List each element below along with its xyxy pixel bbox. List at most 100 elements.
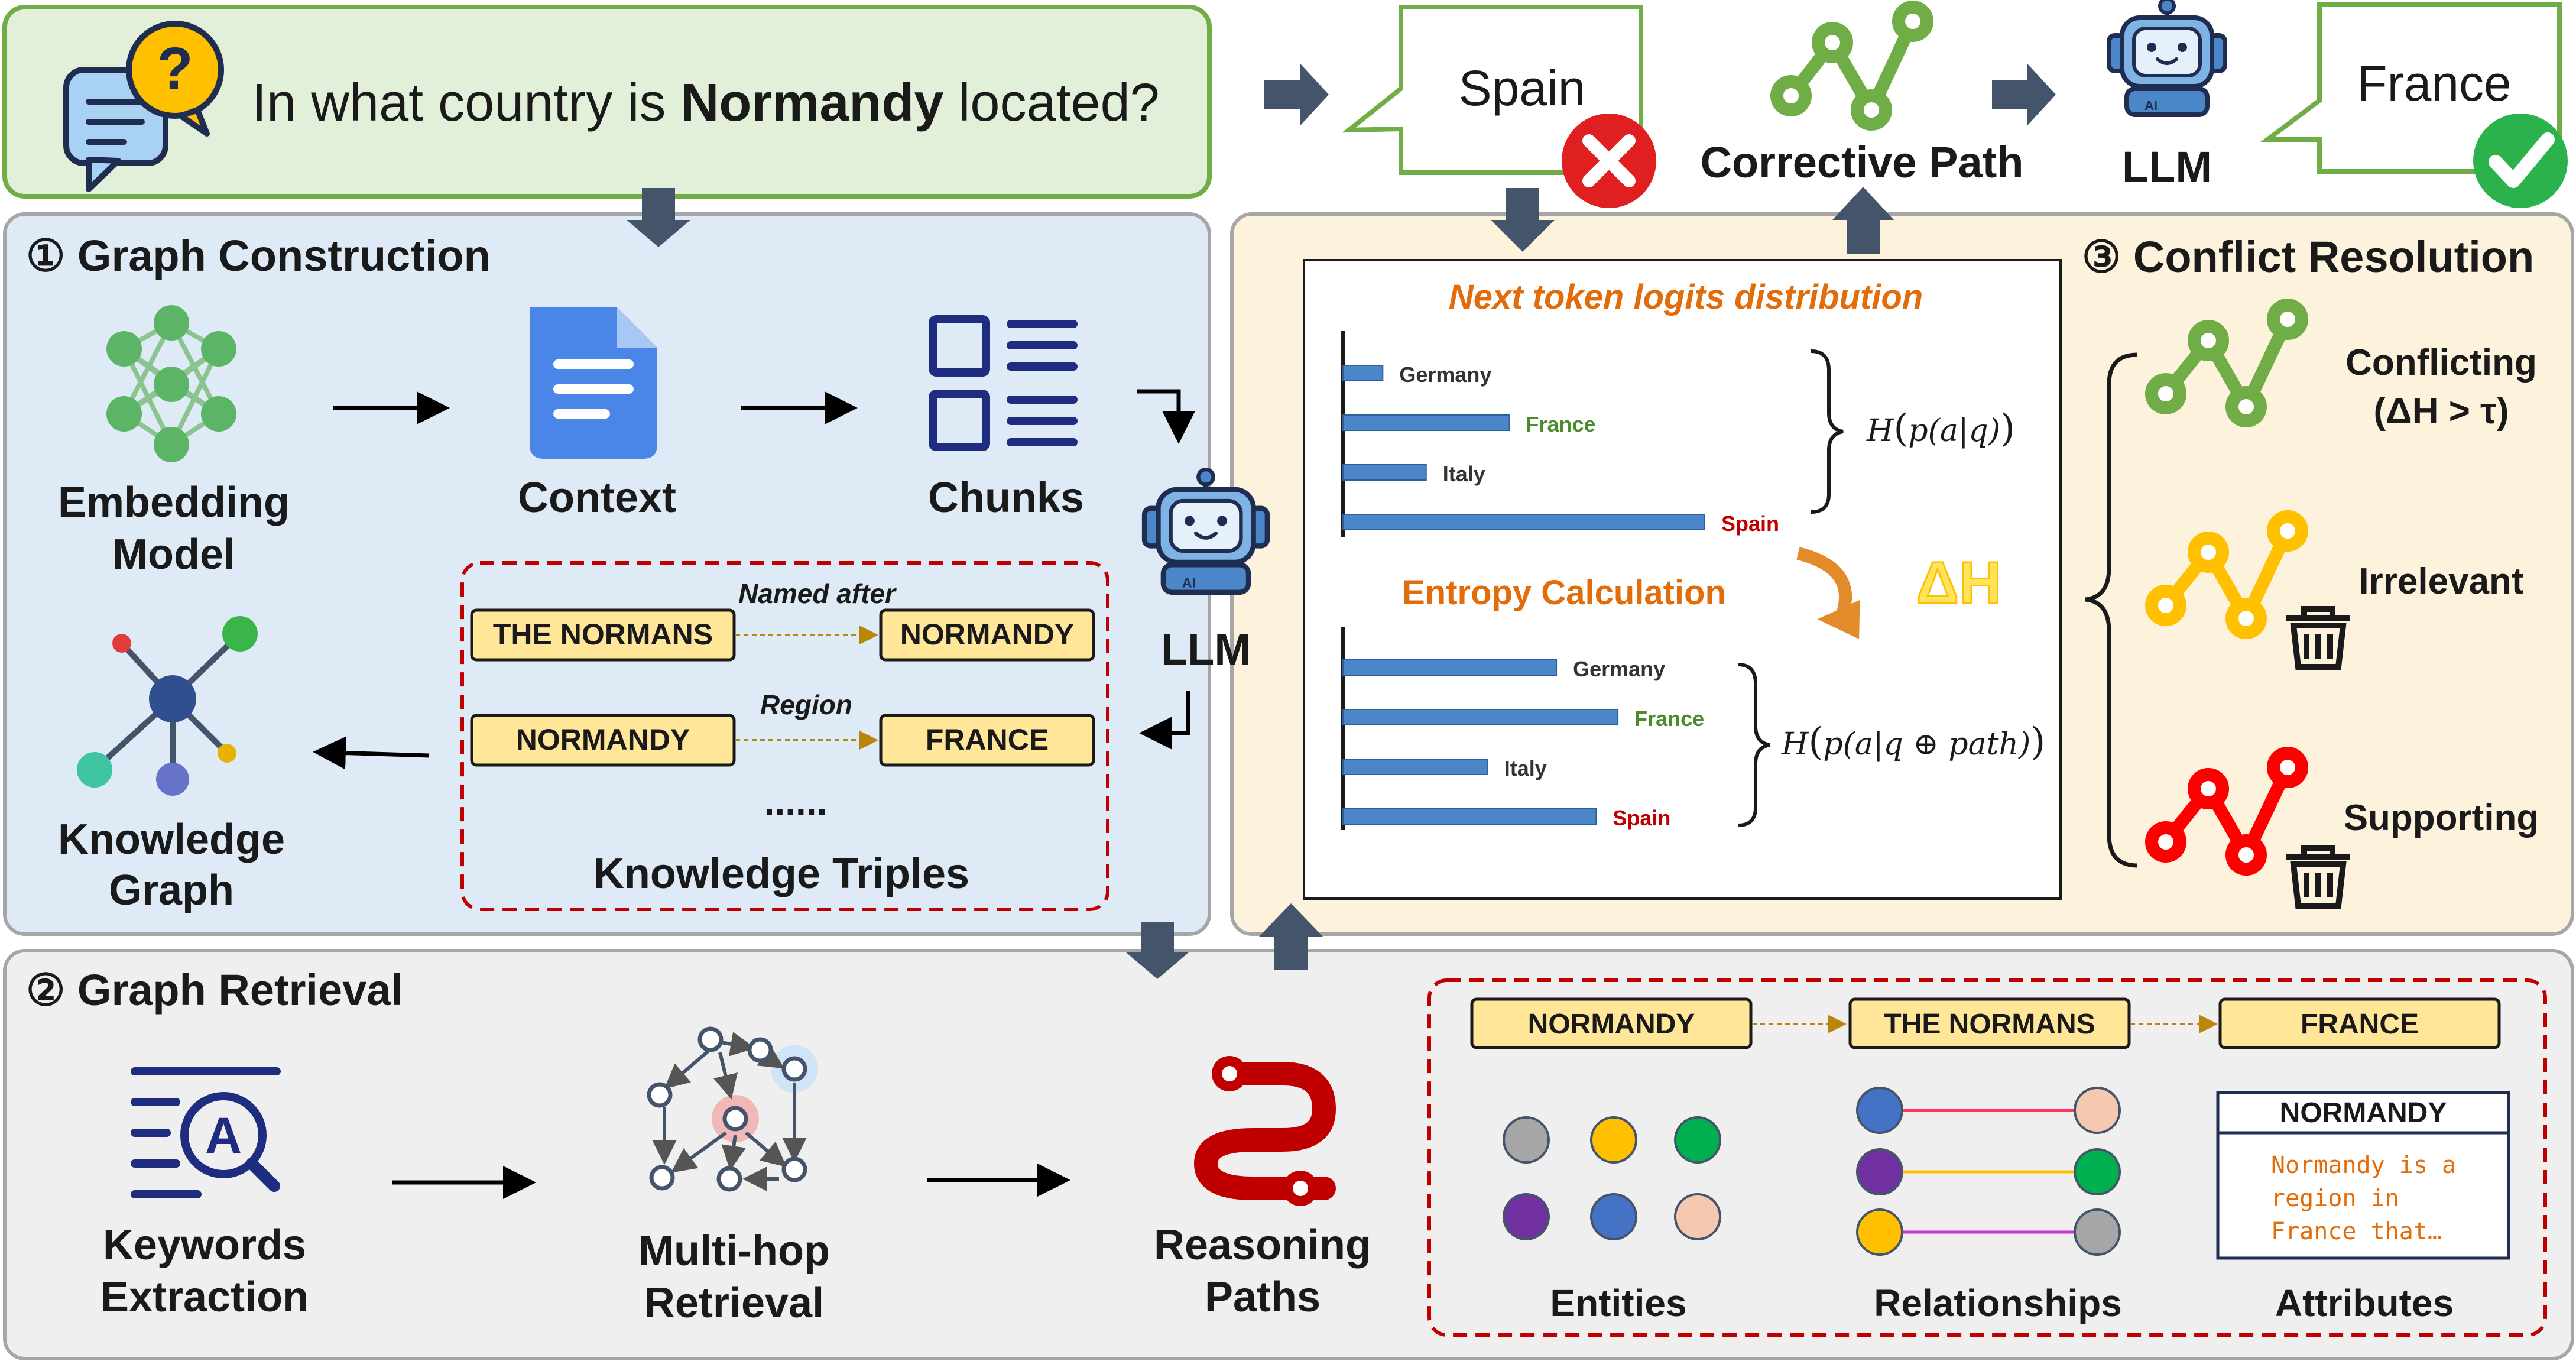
question-icon: ?	[63, 21, 224, 192]
brace-1	[1811, 349, 1844, 514]
bar-germany	[1342, 365, 1384, 381]
arrow-triples-kg	[313, 736, 430, 770]
triples-box	[460, 561, 1109, 911]
svg-text:AI: AI	[2144, 98, 2158, 113]
arrow-chunks-llm	[1137, 389, 1195, 444]
conflicting-path-icon	[2145, 299, 2308, 427]
relationships-label: Relationships	[1874, 1282, 2122, 1324]
bar-label-italy: Italy	[1443, 462, 1485, 486]
triples-title: Knowledge Triples	[593, 850, 969, 897]
bar-france	[1342, 414, 1510, 431]
multihop-graph-icon	[647, 1026, 818, 1192]
keywords-label-2: Extraction	[100, 1273, 309, 1321]
bar-label-italy: Italy	[1504, 756, 1547, 780]
bar-germany	[1342, 659, 1558, 676]
embedding-label-1: Embedding	[58, 479, 290, 526]
triple-1-tail: NORMANDY	[900, 618, 1074, 651]
svg-text:?: ?	[157, 35, 193, 102]
bar-label-germany: Germany	[1399, 362, 1491, 387]
triple-1: THE NORMANS Named after NORMANDY	[470, 578, 1095, 662]
attributes-label: Attributes	[2275, 1282, 2454, 1324]
bar-france	[1342, 709, 1619, 725]
corrective-path-icon	[1770, 1, 1933, 131]
bar-italy	[1342, 759, 1488, 775]
attribute-line-3: France that…	[2271, 1218, 2442, 1245]
keyword-search-icon: A	[131, 1067, 281, 1198]
triple-2-tail-box	[879, 714, 1095, 767]
brace-path	[1737, 663, 1770, 827]
attribute-card-title: NORMANDY	[2280, 1097, 2447, 1129]
supporting-label: Supporting	[2344, 798, 2539, 838]
brace-path	[1811, 349, 1844, 514]
svg-text:THE NORMANS: THE NORMANS	[1884, 1009, 2095, 1040]
triple-2-head-box	[470, 714, 736, 767]
llm-robot-icon: AI	[2107, 0, 2227, 117]
arrow-llm-triples	[1139, 691, 1190, 750]
triple-2-head: NORMANDY	[516, 723, 690, 756]
keywords-label-1: Keywords	[103, 1221, 306, 1269]
resolution-title: ③ Conflict Resolution	[2082, 232, 2534, 281]
conflicting-label-2: (ΔH > τ)	[2374, 391, 2509, 432]
wrong-answer-bubble: Spain	[1342, 5, 1656, 208]
triple-2: NORMANDY Region FRANCE	[470, 689, 1095, 767]
kg-label-2: Graph	[109, 867, 234, 914]
neural-network-icon	[106, 305, 236, 462]
supporting-path-icon	[2145, 747, 2308, 876]
path-node-3: FRANCE	[2218, 997, 2501, 1049]
svg-text:A: A	[205, 1107, 242, 1164]
embedding-label-2: Model	[112, 531, 235, 578]
formula-1: H(p(a|q))	[1866, 407, 2015, 451]
chunks-label: Chunks	[928, 474, 1084, 521]
triple-2-relation: Region	[760, 689, 852, 720]
corrective-path-label: Corrective Path	[1701, 138, 2024, 187]
chunks-icon	[929, 315, 1078, 451]
reasoning-path-icon	[1193, 1056, 1336, 1206]
bar-label-france: France	[1634, 707, 1704, 731]
irrelevant-path-icon	[2145, 510, 2308, 639]
construction-llm-robot-icon: AI	[1141, 467, 1270, 595]
retrieval-title: ② Graph Retrieval	[26, 965, 403, 1015]
attribute-card: NORMANDY Normandy is a region in France …	[2216, 1091, 2510, 1260]
formula-2: H(p(a|q ⊕ path))	[1781, 720, 2045, 764]
right-answer-bubble: France	[2260, 2, 2568, 208]
reasoning-label-2: Paths	[1205, 1273, 1321, 1321]
triple-1-relation: Named after	[738, 578, 897, 609]
triple-1-head: THE NORMANS	[493, 618, 713, 651]
delta-h-label: ΔH	[1916, 550, 2001, 616]
entropy-title: Entropy Calculation	[1402, 573, 1726, 612]
document-icon	[530, 307, 657, 459]
svg-text:NORMANDY: NORMANDY	[1528, 1009, 1695, 1040]
entities-dots	[1503, 1116, 1721, 1240]
question-text: In what country is Normandy located?	[252, 73, 1160, 132]
trash-icon-supporting	[2286, 845, 2350, 909]
path-node-2: THE NORMANS	[1848, 997, 2131, 1049]
question-panel	[2, 5, 1212, 199]
irrelevant-label: Irrelevant	[2358, 561, 2523, 602]
path-node-1: NORMANDY	[1470, 997, 1753, 1049]
resolution-brace	[2085, 352, 2138, 868]
context-label: Context	[518, 474, 676, 521]
wrong-answer-text: Spain	[1459, 60, 1586, 116]
bar-spain	[1342, 808, 1597, 825]
logits-card: Next token logits distribution Entropy C…	[1303, 259, 2062, 900]
brace-2	[1737, 663, 1770, 827]
bar-label-spain: Spain	[1721, 511, 1779, 536]
knowledge-graph-icon	[77, 616, 258, 796]
multihop-label-2: Retrieval	[644, 1279, 824, 1327]
construction-llm-label: LLM	[1161, 625, 1251, 674]
bar-label-france: France	[1526, 412, 1596, 436]
multihop-label-1: Multi-hop	[638, 1227, 830, 1275]
conflicting-label-1: Conflicting	[2345, 342, 2537, 383]
attribute-line-1: Normandy is a	[2271, 1152, 2456, 1179]
bar-italy	[1342, 464, 1427, 481]
right-answer-text: France	[2357, 56, 2511, 111]
svg-text:FRANCE: FRANCE	[2301, 1009, 2419, 1040]
bar-spain	[1342, 514, 1705, 530]
wrong-x-icon	[1562, 114, 1656, 208]
svg-text:AI: AI	[1182, 575, 1196, 590]
reasoning-label-1: Reasoning	[1154, 1221, 1371, 1269]
retrieval-results-box	[1427, 978, 2547, 1337]
